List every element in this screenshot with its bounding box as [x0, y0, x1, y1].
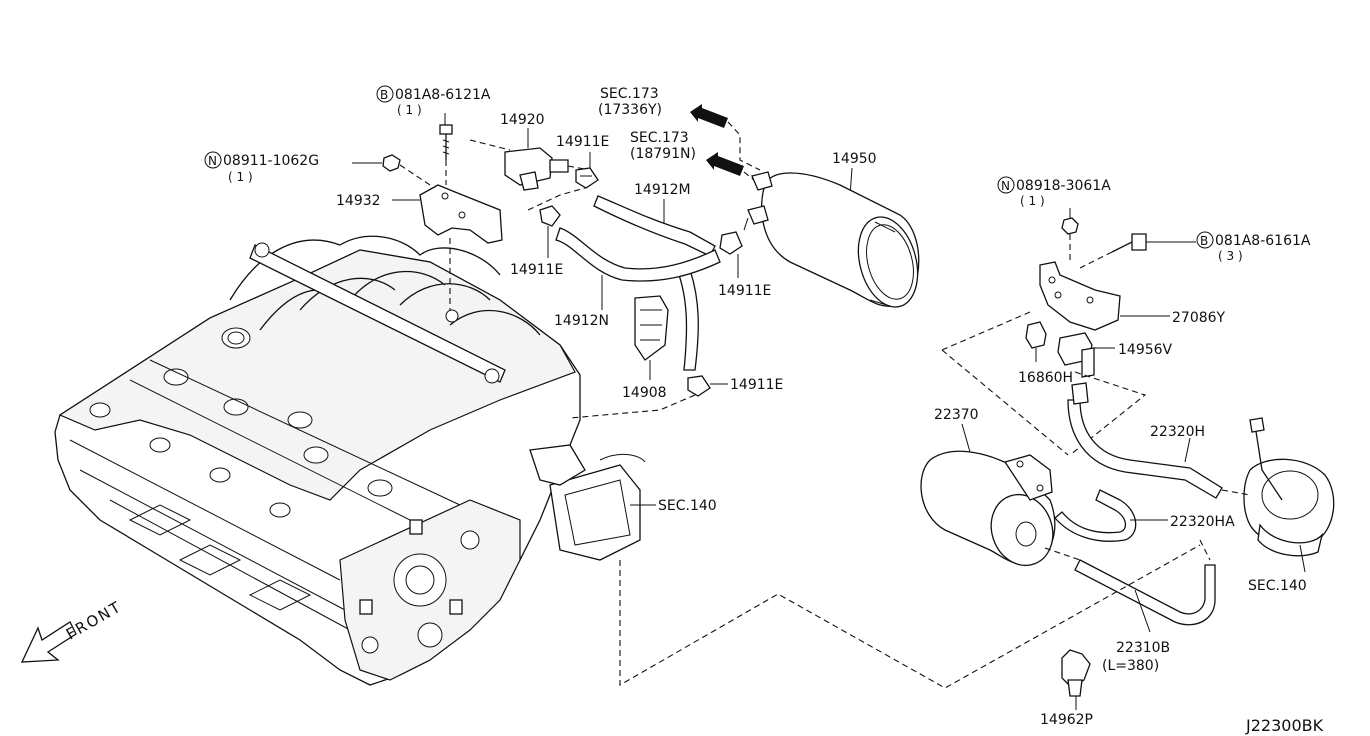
part-14962p-label: 14962P	[1040, 712, 1093, 728]
sec173-b-ref: (18791N)	[630, 146, 696, 162]
sec140-b-label: SEC.140	[1248, 578, 1307, 594]
sec173-b-arrow-icon	[706, 152, 744, 176]
part-14911e-c-label: 14911E	[718, 283, 771, 299]
actuator-sec140-right: SEC.140	[1221, 417, 1335, 594]
clamp-14911e-right: 14911E	[718, 231, 771, 299]
solenoid-22370: 22370	[920, 407, 1056, 567]
part-22310b-label: 22310B	[1116, 640, 1170, 656]
part-14932-label: 14932	[336, 193, 381, 209]
front-label: FRONT	[63, 597, 125, 643]
nut-08918-3061a-qty: ( 1 )	[1020, 194, 1045, 208]
engine-illustration	[54, 235, 646, 686]
part-22310b-length: (L=380)	[1102, 658, 1159, 674]
bolt-symbol-b: B	[380, 88, 388, 102]
sec173-a-ref: (17336Y)	[598, 102, 662, 118]
bolt2-symbol-b: B	[1200, 234, 1208, 248]
assembly-path-lines	[619, 544, 1201, 689]
nut-08911-1062g-qty: ( 1 )	[228, 170, 253, 184]
sec173-a-label: SEC.173	[600, 86, 659, 102]
part-14920-label: 14920	[500, 112, 545, 128]
front-direction-arrow: FRONT	[20, 597, 125, 663]
hose-14912n: 14912N	[554, 227, 721, 329]
part-22320ha-label: 22320HA	[1170, 514, 1235, 530]
b-symbol-icon-2	[1196, 231, 1214, 249]
part-14908-label: 14908	[622, 385, 667, 401]
diagram-code: J22300BK	[1245, 716, 1324, 735]
bolt-081a8-6161a-label: 081A8-6161A	[1215, 233, 1311, 249]
solenoid-14920: 14920	[469, 112, 591, 191]
b-symbol-icon	[376, 85, 394, 103]
part-14912n-label: 14912N	[554, 313, 609, 329]
bracket-27086y: 27086Y	[1039, 261, 1226, 331]
part-14911e-b-label: 14911E	[510, 262, 563, 278]
part-22370-label: 22370	[934, 407, 979, 423]
part-14950-label: 14950	[832, 151, 877, 167]
bolt-part	[439, 124, 453, 160]
bracket-14932: 14932	[336, 160, 503, 323]
bolt-081a8-6121a-label: 081A8-6121A	[395, 87, 491, 103]
sec140-a-label: SEC.140	[658, 498, 717, 514]
canister-14950: 14950	[743, 151, 920, 308]
part-16860h-label: 16860H	[1018, 370, 1073, 386]
nut2-symbol-n: N	[1001, 179, 1010, 193]
n-symbol-icon	[204, 151, 222, 169]
clamp-14911e-bottom: 14911E	[569, 375, 783, 419]
bolt-081a8-6161a-qty: ( 3 )	[1218, 249, 1243, 263]
sec173-b-label: SEC.173	[630, 130, 689, 146]
sec173-a-arrow-icon	[690, 104, 728, 128]
bolt-081a8-6121a-callout: B 081A8-6121A ( 1 )	[376, 85, 491, 125]
hose-14912m: 14912M	[593, 182, 716, 371]
part-14911e-d-label: 14911E	[730, 377, 783, 393]
hose-22320ha: 22320HA	[1054, 489, 1235, 542]
part-22320h-label: 22320H	[1150, 424, 1205, 440]
clamp-14911e-left: 14911E	[510, 187, 586, 278]
sec140-center-callout: SEC.140	[630, 498, 717, 514]
assembly-guide-lines	[941, 311, 1147, 456]
n-symbol-icon-2	[997, 176, 1015, 194]
sec173-callouts: SEC.173 (17336Y) SEC.173 (18791N)	[598, 86, 761, 186]
bolt-081a8-6161a-callout: B 081A8-6161A ( 3 )	[1079, 231, 1311, 269]
clip-14962p: 14962P	[1040, 649, 1093, 728]
valve-14908: 14908	[622, 295, 669, 401]
bolt-081a8-6121a-qty: ( 1 )	[397, 103, 422, 117]
tube-22310b: 22310B (L=380)	[1044, 539, 1216, 674]
cap-16860h: 16860H	[1018, 321, 1073, 386]
part-27086y-label: 27086Y	[1172, 310, 1226, 326]
clamp-14911e-top: 14911E	[556, 134, 609, 189]
nut-08918-3061a-label: 08918-3061A	[1016, 178, 1111, 194]
part-14912m-label: 14912M	[634, 182, 691, 198]
hose-22320h: 22320H	[1067, 382, 1223, 499]
nut-08911-1062g-callout: N 08911-1062G ( 1 )	[204, 151, 382, 184]
nut-symbol-n: N	[208, 154, 217, 168]
nut-08911-1062g-label: 08911-1062G	[223, 153, 319, 169]
valve-14956v: 14956V	[1057, 332, 1173, 378]
nut-part	[382, 154, 431, 186]
part-14956v-label: 14956V	[1118, 342, 1173, 358]
nut-08918-3061a-callout: N 08918-3061A ( 1 )	[997, 176, 1111, 262]
part-14911e-a-label: 14911E	[556, 134, 609, 150]
